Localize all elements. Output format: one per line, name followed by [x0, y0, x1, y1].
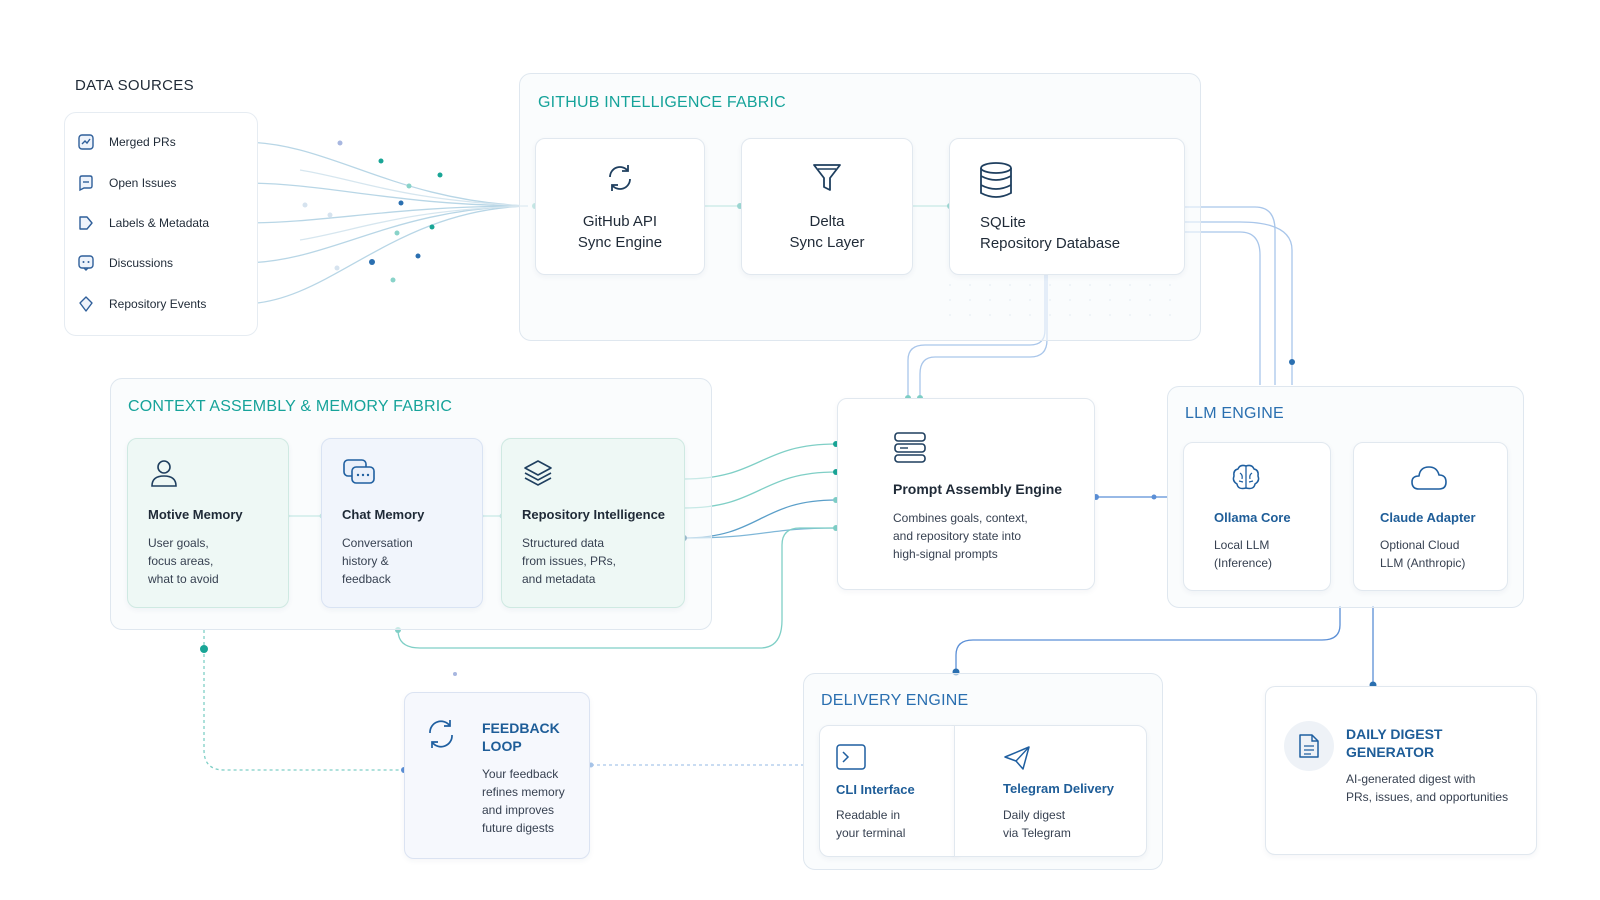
github-api-sync-card[interactable]: GitHub API Sync Engine	[535, 138, 705, 275]
prompt-assembly-card[interactable]: Prompt Assembly Engine Combines goals, c…	[837, 398, 1095, 590]
cloud-icon	[1410, 463, 1448, 498]
source-label: Repository Events	[109, 297, 207, 311]
card-title: Repository Intelligence	[522, 507, 666, 522]
data-sources-panel: Merged PRs Open Issues Labels & Metadata…	[64, 112, 258, 336]
delivery-engine-title: DELIVERY ENGINE	[821, 692, 969, 709]
source-merged-prs[interactable]: Merged PRs	[77, 133, 176, 151]
refresh-icon	[424, 717, 458, 756]
source-repository-events[interactable]: Repository Events	[77, 295, 206, 313]
source-label: Open Issues	[109, 176, 177, 190]
card-title-line1: GitHub API	[582, 213, 658, 230]
card-desc: Combines goals, context,and repository s…	[893, 511, 1028, 561]
llm-engine-title: LLM ENGINE	[1185, 405, 1284, 422]
source-label: Merged PRs	[109, 135, 176, 149]
card-title-line1: SQLite	[980, 214, 1026, 231]
issue-icon	[77, 174, 95, 192]
chat-icon	[342, 457, 376, 494]
event-icon	[77, 295, 95, 313]
discussion-icon	[77, 254, 95, 272]
ollama-core-card[interactable]: Ollama Core Local LLM(Inference)	[1183, 442, 1331, 591]
tag-icon	[77, 214, 95, 232]
source-labels-metadata[interactable]: Labels & Metadata	[77, 214, 209, 232]
filter-icon	[809, 160, 845, 201]
data-sources-title: DATA SOURCES	[75, 77, 194, 94]
card-title-line2: Sync Layer	[789, 234, 865, 251]
sqlite-db-card[interactable]: SQLite Repository Database	[949, 138, 1185, 275]
document-icon	[1284, 721, 1334, 771]
context-fabric-title: CONTEXT ASSEMBLY & MEMORY FABRIC	[128, 398, 453, 415]
merged-pr-icon	[77, 133, 95, 151]
card-title: Claude Adapter	[1380, 510, 1476, 525]
delta-sync-card[interactable]: Delta Sync Layer	[741, 138, 913, 275]
database-icon	[978, 161, 1014, 206]
source-open-issues[interactable]: Open Issues	[77, 174, 176, 192]
card-title-line1: Delta	[809, 213, 845, 230]
brain-icon	[1230, 461, 1262, 498]
card-title: Motive Memory	[148, 507, 243, 522]
terminal-icon	[836, 744, 866, 775]
user-icon	[148, 457, 180, 494]
card-title: Chat Memory	[342, 507, 425, 522]
layers-icon	[522, 457, 554, 494]
motive-memory-card[interactable]: Motive Memory User goals,focus areas,wha…	[127, 438, 289, 608]
sync-icon	[602, 160, 638, 201]
card-title: CLI Interface	[836, 782, 915, 797]
source-discussions[interactable]: Discussions	[77, 254, 173, 272]
card-desc: User goals,focus areas,what to avoid	[148, 536, 219, 586]
card-title: Ollama Core	[1214, 510, 1291, 525]
card-title: Prompt Assembly Engine	[893, 481, 1063, 497]
card-title-line2: Repository Database	[980, 235, 1121, 252]
source-label: Discussions	[109, 256, 174, 270]
card-desc: Local LLM(Inference)	[1214, 538, 1273, 570]
card-title-line2: Sync Engine	[577, 234, 663, 251]
card-title: Telegram Delivery	[1003, 781, 1115, 796]
github-fabric-title: GITHUB INTELLIGENCE FABRIC	[538, 94, 786, 111]
source-label: Labels & Metadata	[109, 216, 210, 230]
send-icon	[1003, 744, 1031, 777]
list-icon	[893, 430, 927, 469]
